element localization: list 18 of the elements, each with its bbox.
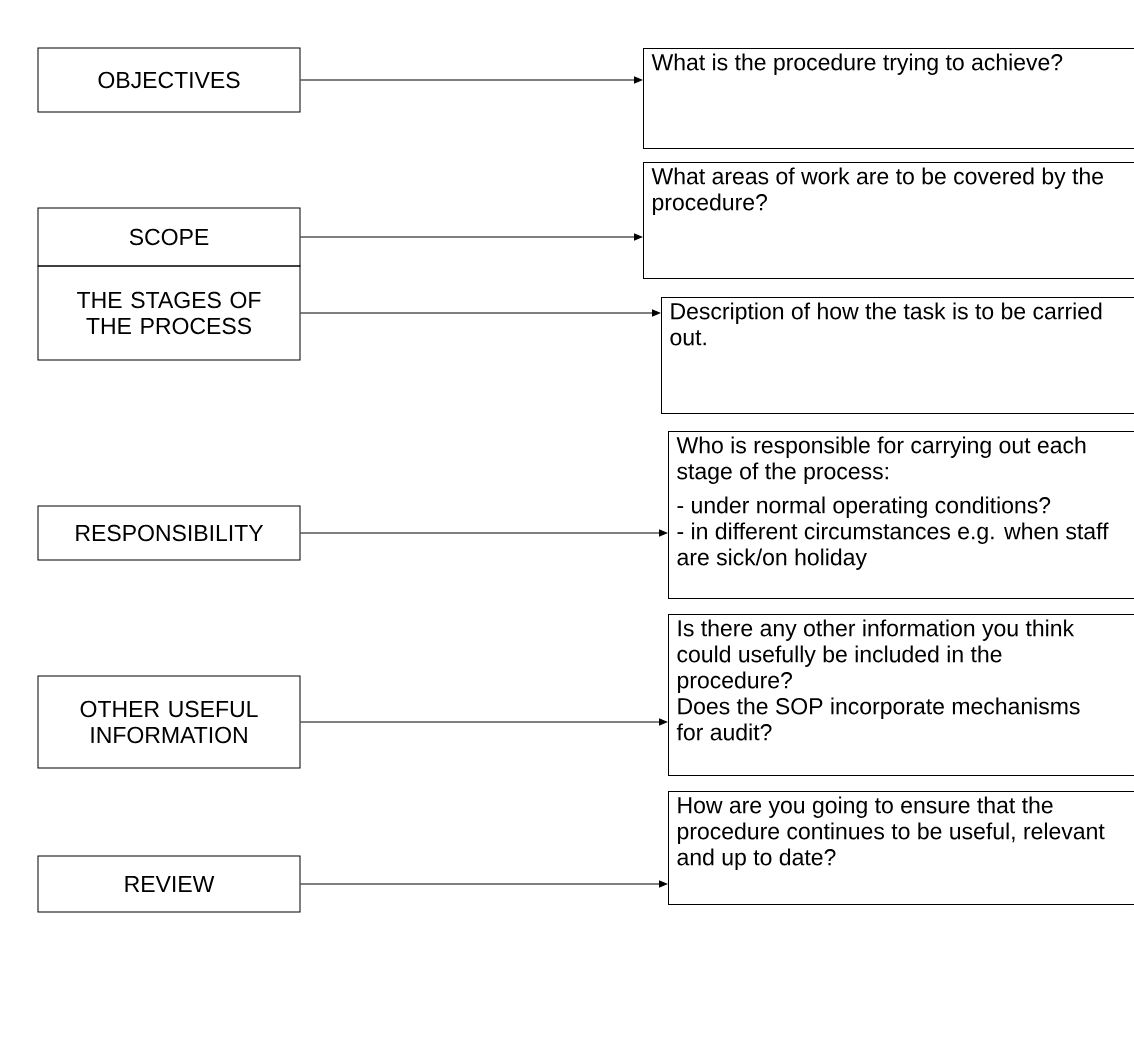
description-box: Is there any other information you think could usefully be included in the procedure? Does the SOP incorporate mechanisms for audit? [668, 614, 1134, 776]
arrow [300, 529, 668, 537]
arrow [300, 309, 661, 317]
description-box: Who is responsible for carrying out each stage of the process: - under normal operating conditions? - in different circumstances e.g. when staff are sick/on holiday [668, 431, 1134, 599]
label-box: OBJECTIVES [37, 47, 301, 113]
description-box: How are you going to ensure that the procedure continues to be useful, relevant and up to date? [668, 791, 1134, 905]
arrow [300, 718, 668, 726]
arrow [300, 76, 643, 84]
arrow [300, 880, 668, 888]
label-box: RESPONSIBILITY [37, 505, 301, 561]
label-box: REVIEW [37, 855, 301, 913]
description-box: What is the procedure trying to achieve? [643, 48, 1134, 149]
label-box: OTHER USEFUL INFORMATION [37, 675, 301, 769]
description-box: Description of how the task is to be carried out. [661, 297, 1134, 414]
arrow [300, 233, 643, 241]
description-box: What areas of work are to be covered by the procedure? [643, 162, 1134, 279]
label-box: THE STAGES OF THE PROCESS [37, 265, 301, 361]
label-box: SCOPE [37, 207, 301, 267]
